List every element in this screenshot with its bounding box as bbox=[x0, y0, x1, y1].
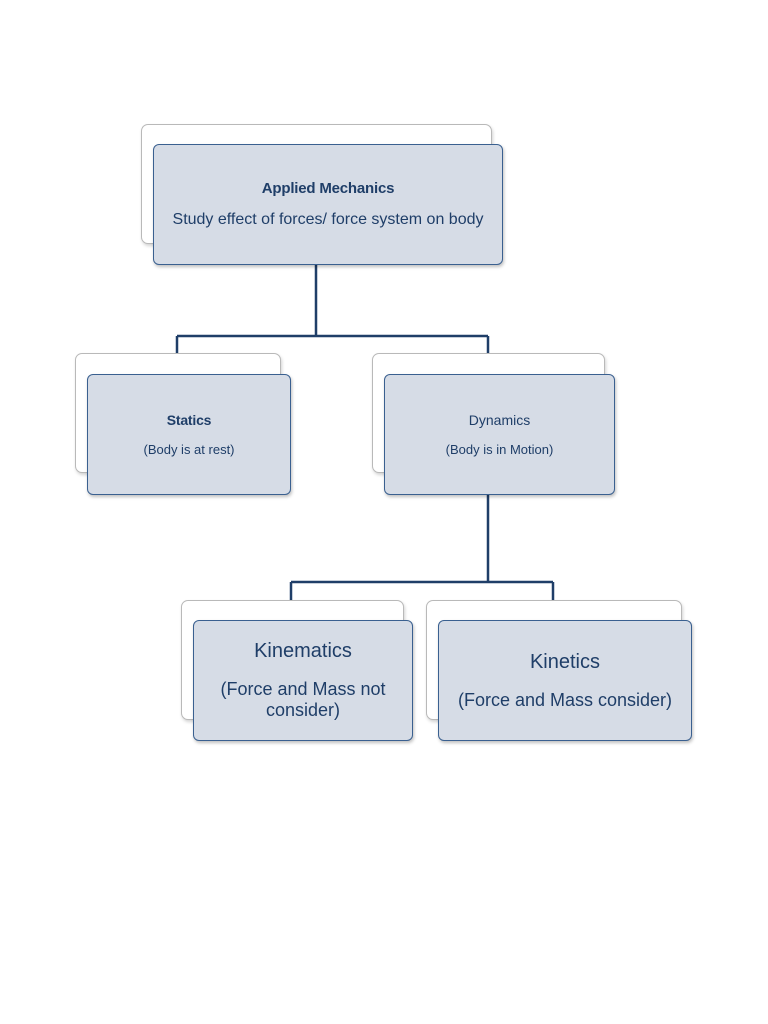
kinematics-node-subtitle: (Force and Mass not consider) bbox=[220, 679, 386, 720]
dynamics-node: Dynamics (Body is in Motion) bbox=[384, 374, 615, 495]
dynamics-node-subtitle: (Body is in Motion) bbox=[445, 442, 554, 457]
statics-node-subtitle: (Body is at rest) bbox=[143, 442, 235, 457]
dynamics-node-title: Dynamics bbox=[468, 412, 531, 428]
root-node: Applied Mechanics Study effect of forces… bbox=[153, 144, 503, 265]
root-node-subtitle: Study effect of forces/ force system on … bbox=[172, 211, 484, 228]
statics-node: Statics (Body is at rest) bbox=[87, 374, 291, 495]
kinetics-node: Kinetics (Force and Mass consider) bbox=[438, 620, 692, 741]
statics-node-title: Statics bbox=[166, 412, 212, 428]
kinematics-node: Kinematics (Force and Mass not consider) bbox=[193, 620, 413, 741]
kinetics-node-subtitle: (Force and Mass consider) bbox=[457, 689, 673, 710]
kinematics-node-title: Kinematics bbox=[254, 640, 352, 662]
root-node-title: Applied Mechanics bbox=[261, 180, 395, 197]
kinetics-node-title: Kinetics bbox=[529, 650, 600, 673]
